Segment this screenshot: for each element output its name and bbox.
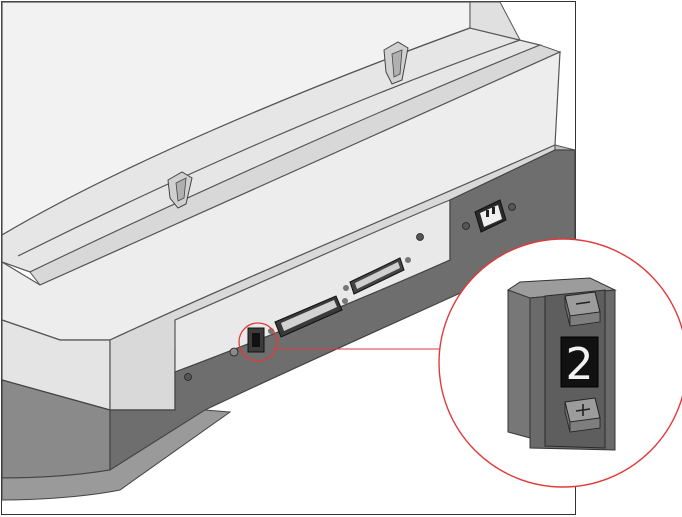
minus-icon [575, 301, 591, 305]
switch-increment-button [564, 397, 601, 433]
plus-icon [575, 404, 591, 416]
screw [184, 373, 192, 381]
lid-hinge-right [383, 41, 409, 85]
callout-magnifier: 2 [438, 238, 682, 488]
callout-indicator [238, 322, 450, 362]
db25-connector [343, 257, 411, 295]
scanner-body [1, 1, 576, 501]
power-socket [474, 199, 507, 233]
screw [416, 233, 424, 241]
screw [508, 203, 516, 211]
terminator-knob [229, 347, 239, 357]
highlight-ring [238, 322, 278, 362]
switch-digit: 2 [566, 339, 594, 390]
screw [462, 222, 470, 230]
switch-digit-window: 2 [560, 336, 599, 390]
scsi-id-switch-small [247, 327, 265, 353]
scsi-50-connector [268, 295, 348, 338]
switch-decrement-button [564, 291, 601, 327]
lid-hinge-left [167, 171, 193, 209]
